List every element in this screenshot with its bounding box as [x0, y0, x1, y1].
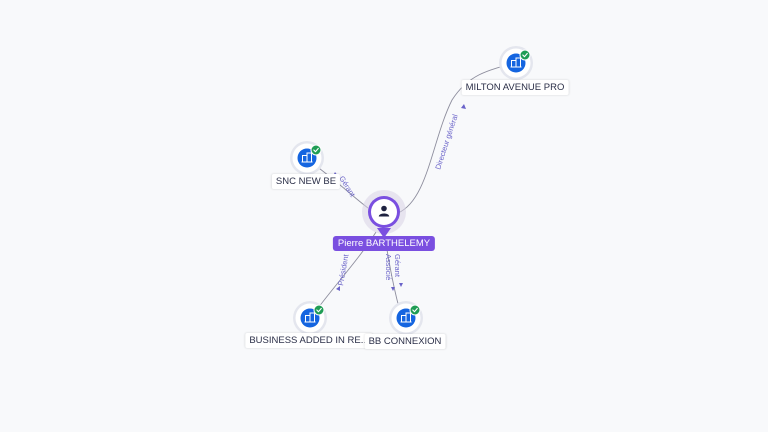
building-icon — [304, 312, 316, 323]
building-icon — [400, 312, 412, 323]
check-badge-icon — [409, 304, 421, 316]
edge-label-gerant-bb: Gérant — [393, 254, 402, 278]
company-label-milton[interactable]: MILTON AVENUE PRO — [461, 80, 569, 95]
edge-label-associe: Associé — [384, 254, 393, 280]
check-badge-icon — [313, 304, 325, 316]
company-node-milton[interactable] — [499, 46, 533, 80]
check-badge-icon — [519, 49, 531, 61]
check-badge-icon — [310, 144, 322, 156]
edge-label-directeur: Directeur général — [433, 113, 459, 171]
person-name-label[interactable]: Pierre BARTHELEMY — [332, 236, 436, 251]
company-node-bb[interactable] — [389, 301, 423, 335]
edge-milton[interactable] — [397, 63, 513, 214]
person-icon — [378, 205, 390, 217]
company-label-business[interactable]: BUSINESS ADDED IN RE... — [245, 333, 373, 348]
company-node-business[interactable] — [293, 301, 327, 335]
building-icon — [510, 57, 522, 68]
company-label-bb[interactable]: BB CONNEXION — [364, 334, 446, 349]
person-node[interactable] — [362, 190, 406, 238]
edge-label-gerant-snc: Gérant — [337, 174, 357, 199]
building-icon — [301, 152, 313, 163]
company-node-snc[interactable] — [290, 141, 324, 175]
company-label-snc[interactable]: SNC NEW BE — [271, 174, 341, 189]
